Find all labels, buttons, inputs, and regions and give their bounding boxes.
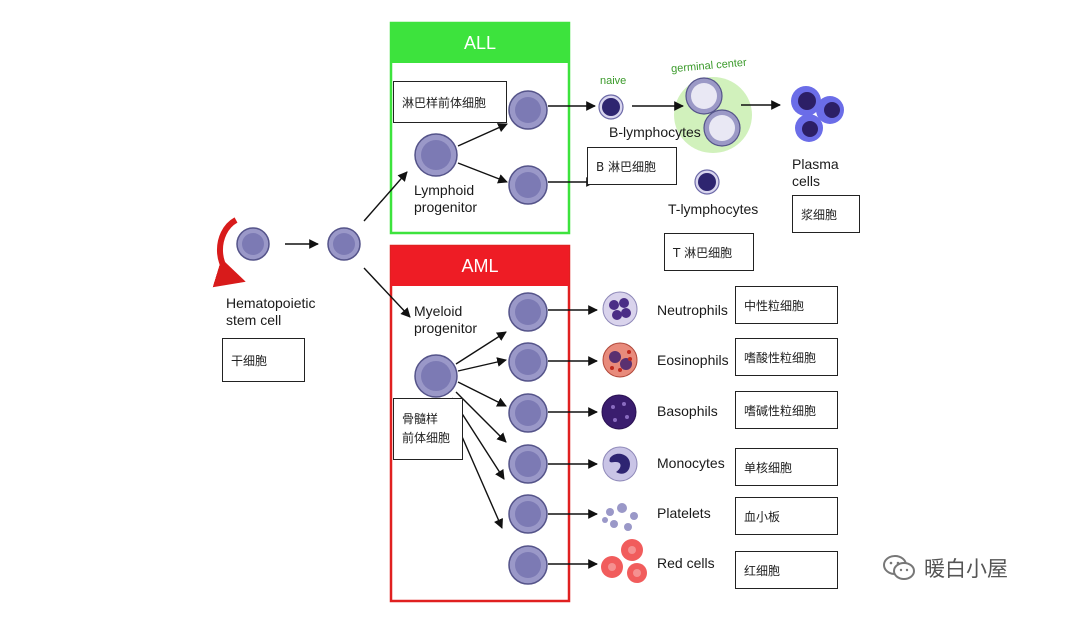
red-cells: [601, 539, 647, 583]
myeloid-precursor-cn-box: 骨髓样 前体细胞: [393, 398, 463, 460]
progenitor-cells: [236, 90, 548, 585]
myeloid-progenitor-label: Myeloid progenitor: [414, 303, 478, 336]
lymphoid-cell-lower: [508, 165, 548, 205]
lymphoid-precursor-cn-box: 淋巴样前体细胞: [393, 81, 507, 123]
myeloid-cell-4: [508, 444, 548, 484]
basophil-cn-box: 嗜碱性粒细胞: [735, 391, 838, 429]
lymphoid-progenitor-label: Lymphoid progenitor: [414, 182, 478, 215]
plasma-cells: [791, 86, 844, 142]
eosinophil-cn-box: 嗜酸性粒细胞: [735, 338, 838, 376]
chat-bubbles-icon: [883, 555, 915, 580]
myeloid-progenitor-cell: [414, 354, 458, 398]
germinal-center-cell-1: [685, 77, 723, 115]
platelet-cluster: [602, 503, 638, 531]
neutrophil-cell: [602, 291, 638, 327]
b-lymphocyte-cn-box: B 淋巴细胞: [587, 147, 677, 185]
self-renewal-arrow: [212, 217, 246, 288]
aml-banner: AML: [391, 246, 569, 286]
monocyte-cell: [602, 446, 638, 482]
myeloid-cell-6: [508, 545, 548, 585]
b-lymphocytes-label: B-lymphocytes: [609, 124, 701, 140]
eosinophil-cell: [602, 342, 638, 378]
all-banner: ALL: [391, 23, 569, 63]
watermark: 暖白小屋: [882, 553, 1008, 583]
naive-b-cell: [598, 94, 624, 120]
platelet-cn-box: 血小板: [735, 497, 838, 535]
eosinophils-label: Eosinophils: [657, 352, 729, 368]
lymphoid-progenitor-cell: [414, 133, 458, 177]
basophil-cell: [601, 394, 637, 430]
plasma-cells-label: Plasma cells: [792, 156, 839, 189]
neutrophil-cn-box: 中性粒细胞: [735, 286, 838, 324]
platelets-label: Platelets: [657, 505, 711, 521]
plasma-cell-cn-box: 浆细胞: [792, 195, 860, 233]
watermark-text: 暖白小屋: [924, 557, 1008, 581]
common-progenitor-cell: [327, 227, 361, 261]
myeloid-cell-3: [508, 393, 548, 433]
naive-label: naive: [600, 75, 627, 87]
myeloid-cell-1: [508, 292, 548, 332]
t-lymphocyte-cell: [694, 169, 720, 195]
t-lymphocytes-label: T-lymphocytes: [668, 201, 759, 217]
stem-cell-label: Hematopoietic stem cell: [226, 295, 316, 328]
red-cell-cn-box: 红细胞: [735, 551, 838, 589]
neutrophils-label: Neutrophils: [657, 302, 728, 318]
monocyte-cn-box: 单核细胞: [735, 448, 838, 486]
myeloid-cell-5: [508, 494, 548, 534]
red-cells-label: Red cells: [657, 555, 715, 571]
basophils-label: Basophils: [657, 403, 718, 419]
stem-cell-cn-box: 干细胞: [222, 338, 305, 382]
monocytes-label: Monocytes: [657, 455, 725, 471]
myeloid-cell-2: [508, 342, 548, 382]
germinal-center-cell-2: [703, 109, 741, 147]
t-lymphocyte-cn-box: T 淋巴细胞: [664, 233, 754, 271]
lymphoid-cell-upper: [508, 90, 548, 130]
stem-cell: [236, 227, 270, 261]
